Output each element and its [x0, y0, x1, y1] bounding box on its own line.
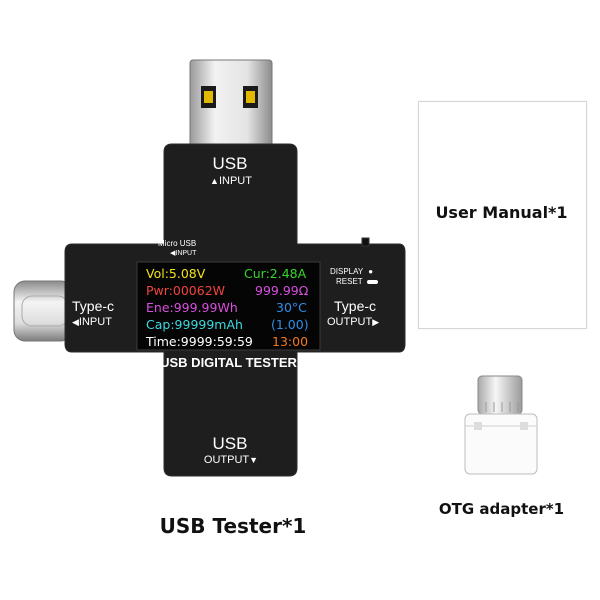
usb-input-sub: ▲INPUT [196, 175, 266, 187]
clock-readout: 13:00 [272, 334, 309, 349]
usb-output-sub: OUTPUT▼ [188, 454, 274, 466]
otg-adapter-caption: OTG adapter*1 [438, 500, 565, 518]
micro-usb-sub-text: INPUT [175, 250, 197, 257]
triangle-up-icon: ▲ [210, 176, 219, 186]
reset-icon [366, 279, 378, 284]
reset-label: RESET [336, 277, 378, 286]
triangle-down-icon: ▼ [249, 455, 259, 465]
type-c-input-sub: ◀INPUT [72, 316, 112, 328]
time-readout: Time:9999:59:59 [146, 334, 253, 349]
usb-output-label: USB [212, 434, 248, 453]
current-readout: Cur:2.48A [244, 266, 307, 281]
triangle-right-icon: ▶ [372, 317, 380, 327]
capacity-readout: Cap:99999mAh [146, 317, 243, 332]
type-c-output-label: Type-c [334, 298, 377, 314]
voltage-readout: Vol:5.08V [146, 266, 206, 281]
type-c-output-sub-text: OUTPUT [327, 316, 373, 328]
temperature-readout: 30°C [276, 300, 307, 315]
usb-tester-caption: USB Tester*1 [159, 514, 307, 538]
user-manual-sheet [418, 101, 587, 329]
usb-input-label: USB [212, 154, 248, 173]
display-label-text: DISPLAY [330, 267, 364, 276]
reset-label-text: RESET [336, 277, 363, 286]
type-c-output-sub: OUTPUT▶ [327, 316, 379, 328]
usb-a-connector [189, 59, 273, 152]
triangle-left-icon: ◀ [72, 317, 79, 327]
otg-adapter [464, 375, 538, 475]
ratio-readout: (1.00) [271, 317, 309, 332]
usb-output-sub-text: OUTPUT [203, 454, 250, 466]
power-readout: Pwr:00062W [146, 283, 226, 298]
user-manual-caption: User Manual*1 [435, 203, 568, 222]
usb-input-sub-text: INPUT [218, 175, 252, 187]
micro-usb-sub: ◀INPUT [170, 249, 196, 257]
dot-icon: ● [368, 267, 374, 276]
type-c-input-sub-text: INPUT [78, 316, 112, 328]
energy-readout: Ene:999.99Wh [146, 300, 238, 315]
type-c-input-label: Type-c [72, 298, 115, 314]
brand-label: USB DIGITAL TESTER [160, 355, 297, 370]
triangle-left-icon: ◀ [170, 250, 176, 257]
resistance-readout: 999.99Ω [255, 283, 309, 298]
micro-usb-label: Micro USB [158, 239, 197, 248]
display-label: DISPLAY ● [330, 267, 373, 276]
